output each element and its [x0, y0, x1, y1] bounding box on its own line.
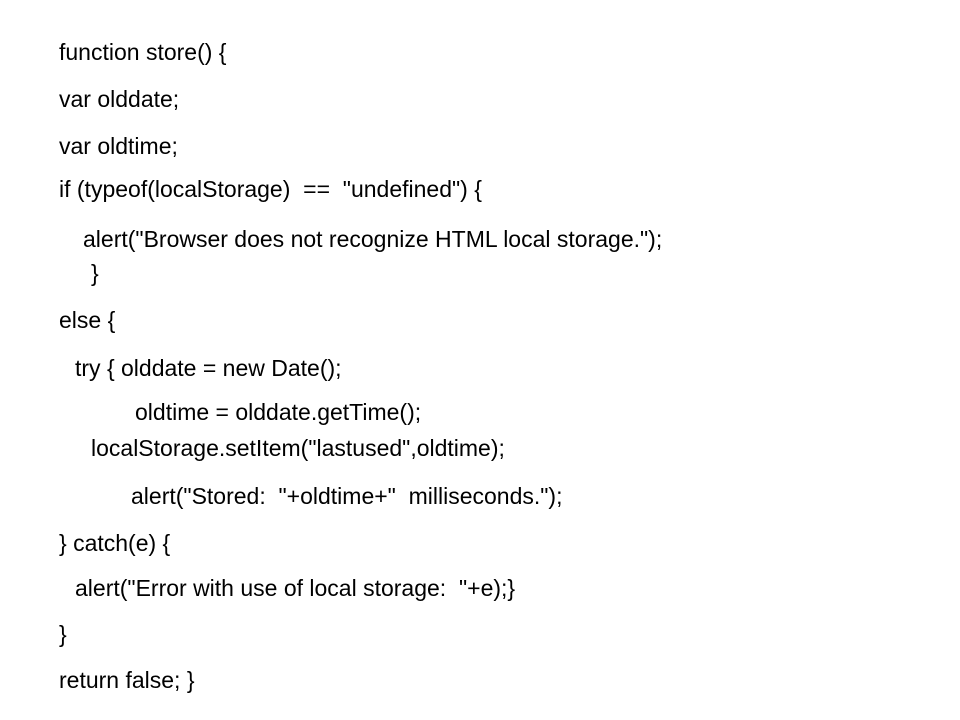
- code-line-6: }: [91, 260, 99, 286]
- code-line-2: var olddate;: [59, 86, 180, 112]
- code-line-11: alert("Stored: "+oldtime+" milliseconds.…: [131, 483, 563, 509]
- code-line-12: } catch(e) {: [59, 530, 171, 556]
- code-line-8: try { olddate = new Date();: [75, 355, 342, 381]
- code-line-7: else {: [59, 307, 116, 333]
- code-line-10: localStorage.setItem("lastused",oldtime)…: [91, 435, 505, 461]
- code-line-13: alert("Error with use of local storage: …: [75, 575, 516, 601]
- code-line-15: return false; }: [59, 667, 195, 693]
- code-line-4: if (typeof(localStorage) == "undefined")…: [59, 176, 482, 202]
- code-line-14: }: [59, 621, 67, 647]
- code-line-9: oldtime = olddate.getTime();: [135, 399, 422, 425]
- code-line-5: alert("Browser does not recognize HTML l…: [83, 226, 663, 252]
- code-line-3: var oldtime;: [59, 133, 178, 159]
- code-line-1: function store() {: [59, 39, 227, 65]
